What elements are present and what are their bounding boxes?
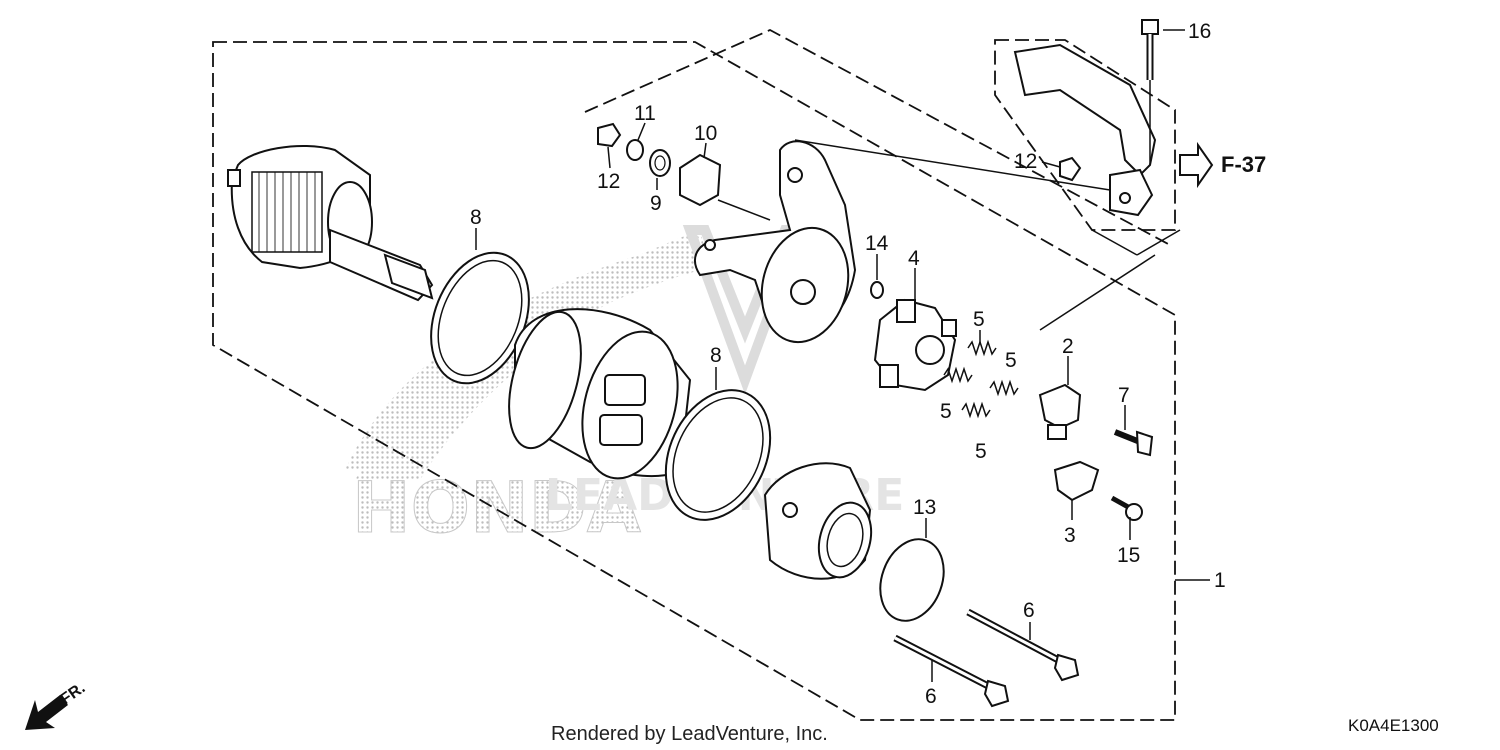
callout-3: 3 <box>1064 524 1076 547</box>
callout-1: 1 <box>1214 569 1226 592</box>
bolt-16 <box>1141 19 1159 80</box>
callout-4: 4 <box>908 247 920 270</box>
callout-8b: 8 <box>710 344 722 367</box>
bracket-leader-2 <box>1136 229 1181 256</box>
reference-arrow[interactable]: F-37 <box>1179 141 1266 189</box>
callout-5d: 5 <box>975 440 987 463</box>
terminal-3 <box>1053 460 1100 502</box>
callout-9: 9 <box>650 192 662 215</box>
bracket-leader <box>1091 229 1138 256</box>
washer-14 <box>870 281 884 299</box>
long-bolt-lower <box>893 634 1010 708</box>
brush-holder <box>873 298 957 392</box>
callout-6a: 6 <box>1023 599 1035 622</box>
motor-yoke <box>508 308 692 480</box>
right-arrow-icon <box>1179 141 1214 189</box>
screw-15 <box>1110 495 1143 521</box>
terminal-2 <box>1038 383 1082 440</box>
callout-labels: 1 2 3 4 5 5 5 5 6 6 7 8 8 9 10 11 12 12 … <box>470 20 1226 708</box>
front-direction-indicator: FR. <box>25 680 88 730</box>
callout-leaders <box>475 29 1210 682</box>
brush-springs <box>943 339 1019 419</box>
rear-cover <box>694 140 857 344</box>
callout-2: 2 <box>1062 335 1074 358</box>
screw-7 <box>1113 429 1154 457</box>
diagram-code: K0A4E1300 <box>1348 716 1439 735</box>
guide-lines <box>794 139 1156 331</box>
callout-8a: 8 <box>470 206 482 229</box>
small-parts-top <box>597 122 771 221</box>
armature <box>227 144 434 302</box>
watermark-brand: HONDA <box>352 467 641 549</box>
callout-10: 10 <box>694 122 717 145</box>
callout-5a: 5 <box>973 308 985 331</box>
cable-bracket <box>1013 43 1157 217</box>
callout-12b: 12 <box>1014 150 1037 173</box>
callout-5c: 5 <box>940 400 952 423</box>
callout-14: 14 <box>865 232 889 255</box>
callout-13: 13 <box>913 496 936 519</box>
callout-6b: 6 <box>925 685 937 708</box>
front-cover <box>763 462 873 580</box>
footer-credit: Rendered by LeadVenture, Inc. <box>551 723 828 745</box>
assembly-outline <box>212 28 1176 721</box>
reference-label[interactable]: F-37 <box>1221 152 1266 177</box>
callout-15: 15 <box>1117 544 1140 567</box>
o-ring-right <box>664 389 772 521</box>
callout-11: 11 <box>634 102 656 125</box>
callout-12a: 12 <box>597 170 620 193</box>
callout-16: 16 <box>1188 20 1211 43</box>
callout-5b: 5 <box>1005 349 1017 372</box>
callout-7: 7 <box>1118 384 1130 407</box>
o-ring-13 <box>879 538 945 622</box>
front-arrow-icon <box>25 695 68 730</box>
long-bolt-upper <box>966 608 1080 682</box>
